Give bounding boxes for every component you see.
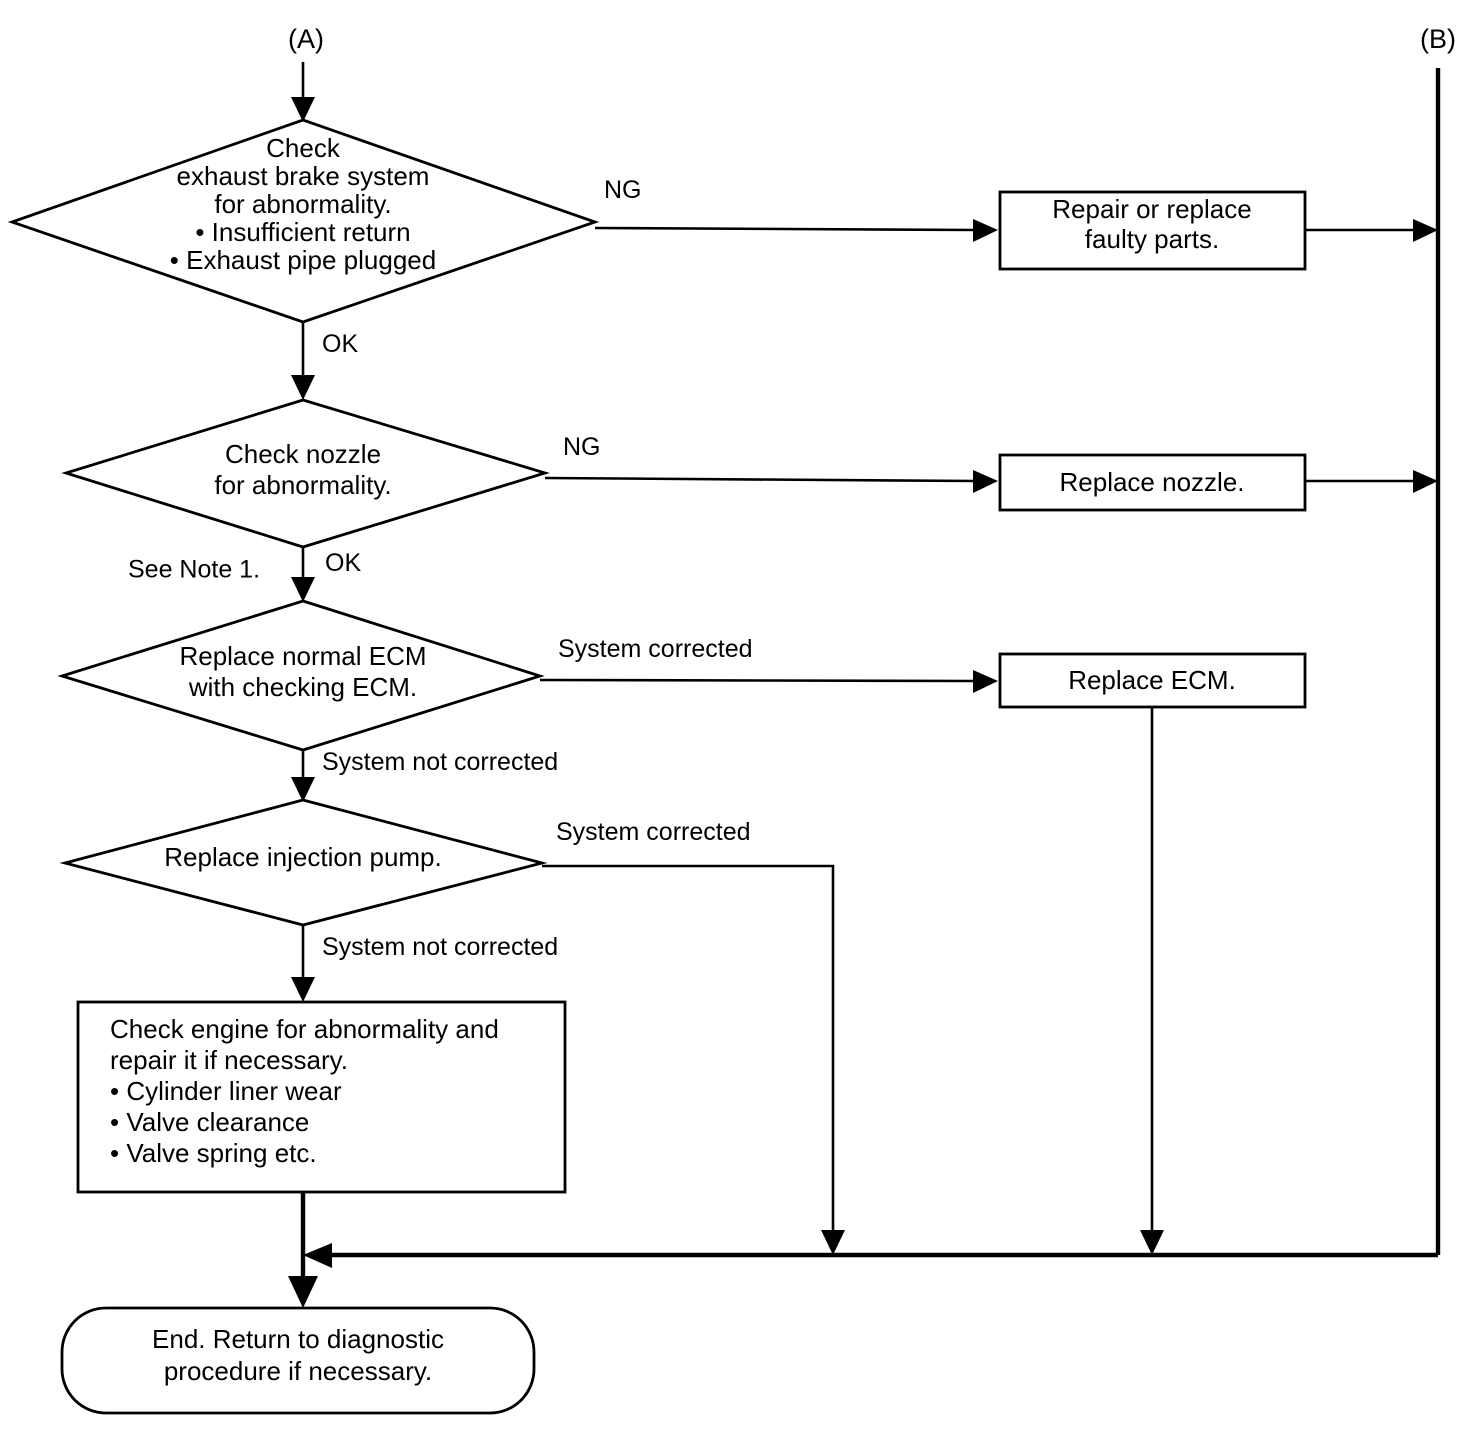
edge-d2-ng-line bbox=[544, 476, 977, 483]
bottom-rail-arrowhead-icon bbox=[303, 1243, 332, 1268]
terminator-end-line-1: procedure if necessary. bbox=[164, 1356, 432, 1386]
edge-d4-corrected-line bbox=[542, 864, 835, 1235]
edge-label-d3-not-corrected: System not corrected bbox=[322, 748, 558, 776]
process-repair-or-replace-faulty-parts[interactable] bbox=[998, 190, 1307, 271]
edge-d1-ng-line bbox=[594, 226, 977, 232]
decision-check-exhaust-brake-line-4: • Exhaust pipe plugged bbox=[170, 245, 436, 275]
exit-tag-b: (B) bbox=[1420, 24, 1456, 54]
process-check-engine-line-2: • Cylinder liner wear bbox=[110, 1076, 342, 1106]
edge-b3-arrowhead-icon bbox=[1140, 1230, 1164, 1255]
process-check-engine[interactable] bbox=[76, 1000, 567, 1194]
terminator-end-line-0: End. Return to diagnostic bbox=[152, 1324, 444, 1354]
edge-b2-arrowhead-icon bbox=[1413, 470, 1438, 493]
decision-check-exhaust-brake-line-2: for abnormality. bbox=[214, 189, 391, 219]
edge-b1-arrowhead-icon bbox=[1413, 219, 1438, 242]
decision-check-exhaust-brake-line-3: • Insufficient return bbox=[195, 217, 410, 247]
edge-d1-ok-arrowhead-icon bbox=[291, 375, 315, 400]
decision-check-nozzle-line-0: Check nozzle bbox=[225, 439, 381, 469]
edge-d2-ng-arrowhead-icon bbox=[973, 470, 998, 493]
process-replace-ecm-line-0: Replace ECM. bbox=[1068, 665, 1236, 695]
process-replace-nozzle-line-0: Replace nozzle. bbox=[1060, 467, 1245, 497]
process-repair-faulty-line-0: Repair or replace bbox=[1052, 194, 1251, 224]
process-check-engine-line-1: repair it if necessary. bbox=[110, 1045, 348, 1075]
edge-d2-ok-arrowhead-icon bbox=[291, 577, 315, 602]
edge-d3-corrected-arrowhead-icon bbox=[973, 670, 998, 693]
decision-replace-normal-ecm-line-1: with checking ECM. bbox=[188, 672, 417, 702]
process-check-engine-line-0: Check engine for abnormality and bbox=[110, 1014, 499, 1044]
edge-label-d1-ok: OK bbox=[322, 330, 358, 358]
process-repair-faulty-line-1: faulty parts. bbox=[1085, 224, 1219, 254]
edge-d4-corrected-arrowhead-icon bbox=[821, 1230, 845, 1255]
decision-check-exhaust-brake-line-0: Check bbox=[266, 133, 341, 163]
edge-label-d2-ok: OK bbox=[325, 549, 361, 577]
edge-label-d1-ng: NG bbox=[604, 176, 642, 204]
edge-d3-corrected-line bbox=[539, 678, 977, 683]
process-check-engine-line-3: • Valve clearance bbox=[110, 1107, 309, 1137]
terminator-end[interactable] bbox=[60, 1306, 536, 1415]
decision-replace-injection-pump-line-0: Replace injection pump. bbox=[164, 842, 442, 872]
decision-replace-normal-ecm-line-0: Replace normal ECM bbox=[179, 641, 426, 671]
edge-label-d2-ng: NG bbox=[563, 433, 601, 461]
edge-d1-ng-arrowhead-icon bbox=[973, 219, 998, 242]
edge-label-d4-not-corrected: System not corrected bbox=[322, 933, 558, 961]
edge-d3-not-corrected-arrowhead-icon bbox=[291, 777, 315, 802]
edge-label-d4-corrected: System corrected bbox=[556, 818, 751, 846]
entry-tag-a: (A) bbox=[288, 24, 324, 54]
decision-check-nozzle-line-1: for abnormality. bbox=[214, 470, 391, 500]
decision-check-exhaust-brake-line-1: exhaust brake system bbox=[177, 161, 430, 191]
edge-label-d3-corrected: System corrected bbox=[558, 635, 753, 663]
process-check-engine-line-4: • Valve spring etc. bbox=[110, 1138, 317, 1168]
process-replace-nozzle[interactable] bbox=[998, 453, 1307, 512]
see-note-1-label: See Note 1. bbox=[128, 556, 260, 584]
edge-b4-arrowhead-icon bbox=[288, 1276, 318, 1308]
entry-arrowhead-icon bbox=[291, 97, 315, 122]
edge-d4-not-corrected-arrowhead-icon bbox=[291, 977, 315, 1002]
